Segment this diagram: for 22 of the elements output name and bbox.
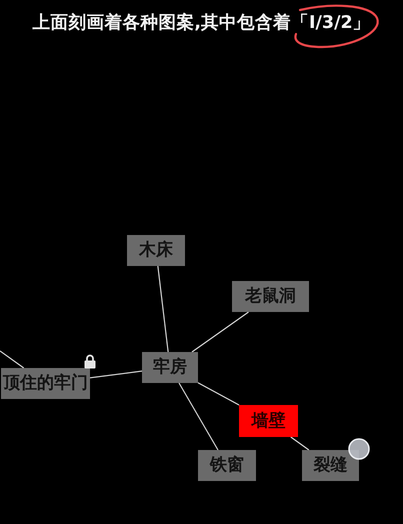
location-box (198, 450, 256, 481)
location-box (142, 352, 198, 383)
title: 上面刻画着各种图案,其中包含着「I/3/2」 (32, 13, 371, 33)
connector-line (290, 436, 310, 450)
node-label: 牢房 (153, 358, 187, 377)
node-label: 木床 (139, 241, 173, 260)
node-label: 铁窗 (210, 456, 244, 475)
node-label: 老鼠洞 (245, 287, 296, 306)
connector-line (178, 382, 218, 450)
location-box (127, 235, 185, 266)
node-label: 墙壁 (252, 412, 286, 430)
location-box (1, 368, 90, 399)
location-box (239, 405, 298, 437)
location-box (232, 281, 309, 312)
node-label: 顶住的牢门 (3, 374, 88, 393)
location-box (302, 450, 359, 481)
connector-line (0, 350, 24, 368)
connector-line (192, 312, 249, 352)
connector-line (90, 370, 142, 378)
connector-line (198, 382, 240, 406)
node-label: 裂缝 (314, 456, 348, 475)
connector-line (157, 266, 169, 352)
